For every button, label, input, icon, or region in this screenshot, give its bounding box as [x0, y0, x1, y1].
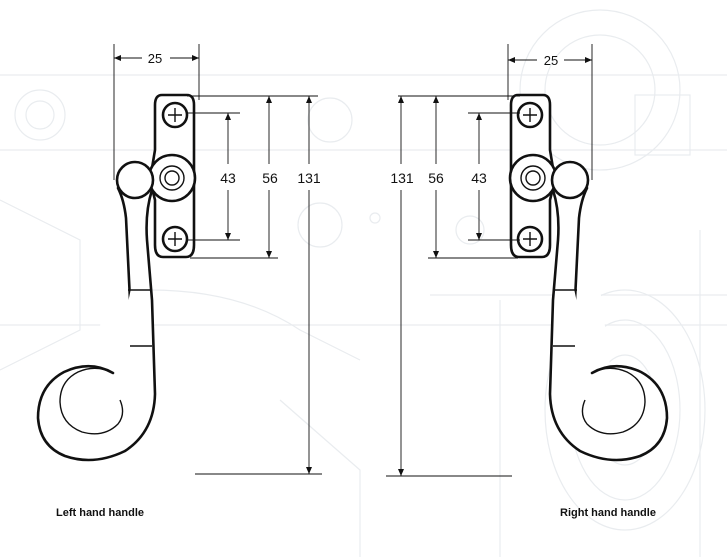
right-handle-drawing	[508, 93, 669, 462]
right-spindle-boss	[508, 153, 558, 203]
right-fixing-centres-label: 43	[471, 170, 487, 186]
left-handle-arm-outer	[36, 188, 157, 462]
right-dimensions	[386, 44, 593, 477]
left-fixing-centres-label: 43	[220, 170, 236, 186]
right-width-label: 25	[544, 53, 558, 68]
left-spiral-inner	[59, 367, 124, 435]
left-bottom-screw-icon	[161, 225, 189, 253]
left-top-screw-icon	[161, 101, 189, 129]
right-bottom-screw-icon	[516, 225, 544, 253]
left-overall-height-label: 131	[297, 170, 321, 186]
left-handle-drawing	[36, 93, 197, 462]
left-dimensions	[113, 44, 322, 475]
left-cam-knob	[115, 160, 155, 200]
left-spindle-boss	[147, 153, 197, 203]
left-plate-height-label: 56	[262, 170, 278, 186]
right-handle-arm-outer	[548, 188, 669, 462]
left-hand-caption: Left hand handle	[56, 507, 144, 519]
right-hand-caption: Right hand handle	[560, 507, 656, 519]
right-cam-knob	[550, 160, 590, 200]
right-overall-height-label: 131	[390, 170, 414, 186]
right-plate-height-label: 56	[428, 170, 444, 186]
left-width-label: 25	[148, 51, 162, 66]
right-top-screw-icon	[516, 101, 544, 129]
right-spiral-inner	[581, 367, 646, 435]
